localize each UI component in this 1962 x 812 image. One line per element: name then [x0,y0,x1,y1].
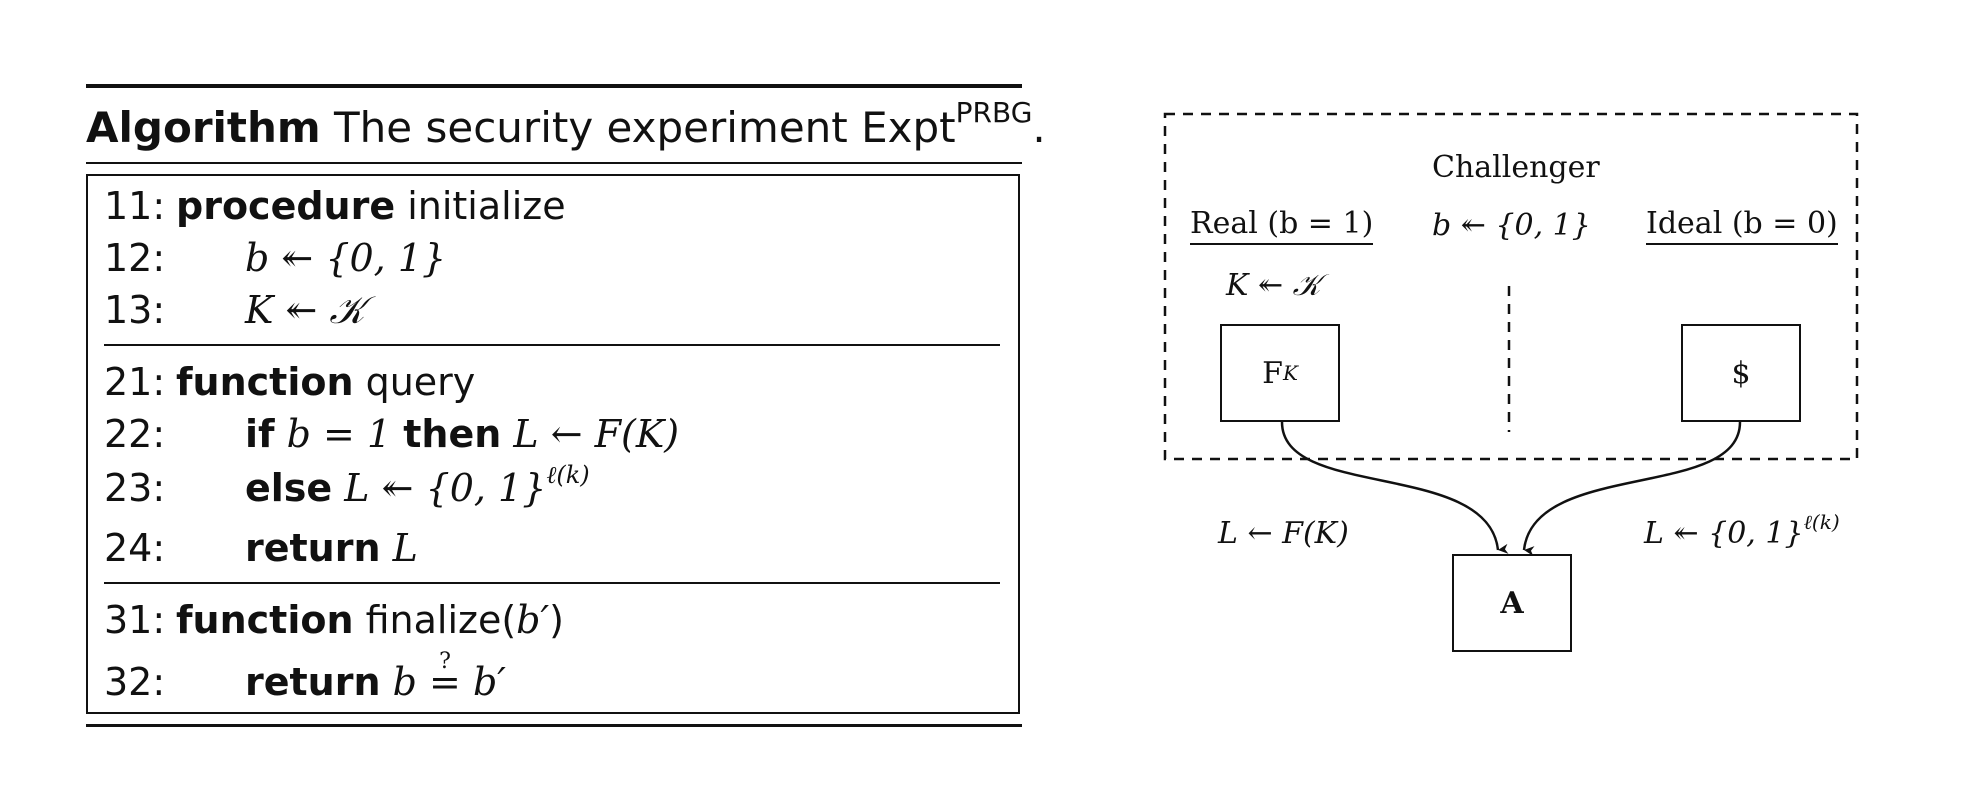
k-sample: K ↞ 𝒦 [1226,268,1321,304]
right-edge-text: L ↞ {0, 1} [1644,516,1804,551]
statement-math: L ↞ {0, 1} [344,466,547,510]
equals-sign: = [429,660,461,704]
section-divider [104,344,1000,346]
right-edge-superscript: ℓ(k) [1803,510,1840,534]
return-value: L [392,526,418,570]
algorithm-caption: Algorithm The security experiment ExptPR… [86,99,1046,154]
algorithm-caption-superscript: PRBG [955,96,1033,129]
section-divider [104,582,1000,584]
algorithm-caption-text: The security experiment Expt [334,103,956,152]
keyword: function [176,598,354,642]
random-box: $ [1681,324,1801,422]
line-number: 11: [104,184,166,228]
line-number: 23: [104,466,166,510]
return-lhs: b [392,660,417,704]
b-sample-text: b ↞ {0, 1} [1432,208,1591,243]
real-label: Real (b = 1) [1190,206,1374,245]
prf-label: F [1262,355,1283,391]
left-arrow [1280,421,1509,554]
right-edge-label: L ↞ {0, 1}ℓ(k) [1644,512,1840,552]
statement-superscript: ℓ(k) [546,461,590,489]
paren-close: ) [549,598,564,642]
b-sample: b ↞ {0, 1} [1432,208,1591,244]
algorithm-box: 11: procedure initialize 12: b ↞ {0, 1} … [86,174,1020,714]
keyword-return: return [245,660,381,704]
line-number: 12: [104,236,166,280]
keyword-return: return [245,526,381,570]
parameter: b′ [516,598,550,642]
ideal-label-text: Ideal (b = 0) [1646,206,1838,245]
algorithm-bottom-rule [86,724,1022,727]
challenger-box [1163,112,1859,461]
left-edge-label: L ← F(K) [1218,516,1349,552]
k-sample-text: K ↞ 𝒦 [1226,268,1321,303]
condition-math: b = 1 [286,412,392,456]
keyword: function [176,360,354,404]
statement-math: b ↞ {0, 1} [245,236,447,280]
real-label-text: Real (b = 1) [1190,206,1374,245]
function-name: finalize( [353,598,517,642]
line-number: 24: [104,526,166,570]
function-name: query [353,360,476,404]
line-number: 13: [104,288,166,332]
line-number: 22: [104,412,166,456]
ideal-label: Ideal (b = 0) [1646,206,1838,245]
adversary-box: A [1452,554,1572,652]
statement-math: L ← F(K) [513,412,680,456]
question-mark: ? [439,649,451,674]
procedure-name: initialize [395,184,566,228]
algorithm-block: Algorithm The security experiment ExptPR… [86,84,1046,734]
line-number: 31: [104,598,166,642]
keyword-if: if [245,412,275,456]
algorithm-caption-rule [86,162,1022,164]
keyword-then: then [403,412,502,456]
keyword-else: else [245,466,333,510]
adversary-label: A [1500,585,1524,621]
dollar-label: $ [1731,355,1751,391]
line-number: 32: [104,660,166,704]
right-arrow [1522,421,1742,557]
algorithm-top-rule [86,84,1022,88]
left-edge-text: L ← F(K) [1218,516,1349,551]
question-equals: ?= [429,649,461,706]
statement-math: K ↞ 𝒦 [245,288,365,332]
algorithm-caption-end: . [1032,103,1046,152]
algorithm-caption-keyword: Algorithm [86,103,321,152]
challenger-label: Challenger [1432,150,1600,185]
keyword: procedure [176,184,396,228]
line-number: 21: [104,360,166,404]
return-rhs: b′ [472,660,506,704]
